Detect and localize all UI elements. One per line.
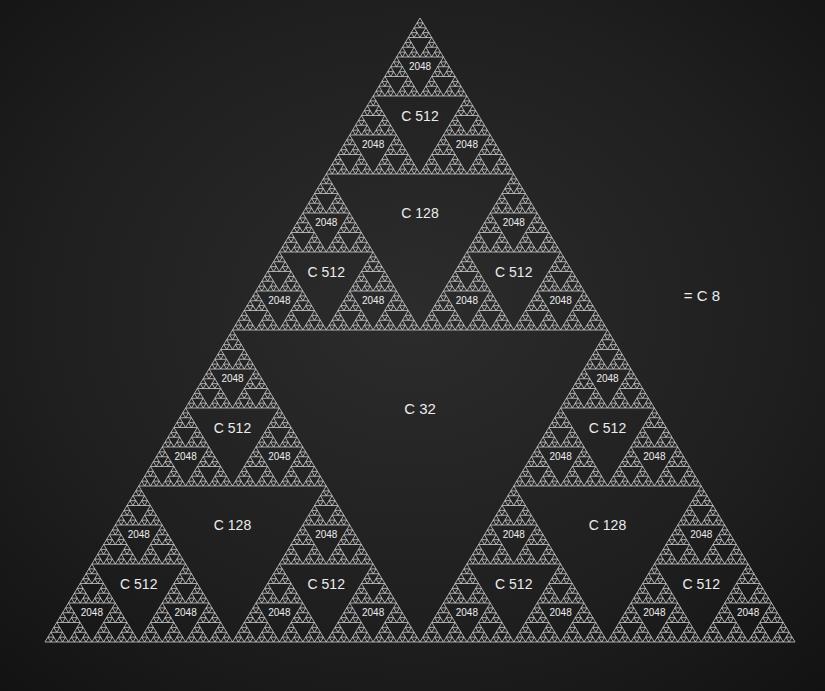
- hole-label: 2048: [456, 608, 478, 618]
- hole-label: 2048: [737, 608, 759, 618]
- hole-label: 2048: [362, 140, 384, 150]
- hole-label: C 512: [308, 577, 345, 591]
- hole-label: C 128: [214, 518, 251, 532]
- hole-label: 2048: [268, 296, 290, 306]
- hole-label: 2048: [81, 608, 103, 618]
- hole-label: 2048: [362, 608, 384, 618]
- hole-label: 2048: [550, 452, 572, 462]
- fractal-outline: [45, 18, 795, 642]
- hole-label: C 512: [495, 577, 532, 591]
- hole-label: 2048: [456, 296, 478, 306]
- sierpinski-triangle: [45, 18, 795, 642]
- hole-label: C 128: [401, 206, 438, 220]
- hole-label: 2048: [268, 452, 290, 462]
- hole-label: 2048: [690, 530, 712, 540]
- hole-label: 2048: [128, 530, 150, 540]
- equation-note: = C 8: [684, 288, 720, 303]
- hole-label: C 512: [589, 421, 626, 435]
- hole-label: C 512: [308, 265, 345, 279]
- hole-label: C 512: [214, 421, 251, 435]
- hole-label: 2048: [315, 218, 337, 228]
- hole-label: 2048: [362, 296, 384, 306]
- hole-label: C 128: [589, 518, 626, 532]
- hole-label: 2048: [503, 218, 525, 228]
- hole-label: 2048: [409, 62, 431, 72]
- hole-label: 2048: [175, 608, 197, 618]
- hole-label: C 512: [495, 265, 532, 279]
- hole-label: 2048: [550, 296, 572, 306]
- hole-label: C 512: [401, 109, 438, 123]
- hole-label: C 512: [120, 577, 157, 591]
- hole-label: 2048: [315, 530, 337, 540]
- hole-label: 2048: [643, 452, 665, 462]
- hole-label: 2048: [503, 530, 525, 540]
- hole-label: 2048: [268, 608, 290, 618]
- hole-label: 2048: [643, 608, 665, 618]
- hole-label: 2048: [175, 452, 197, 462]
- hole-label: C 32: [404, 401, 436, 416]
- hole-label: 2048: [550, 608, 572, 618]
- hole-label: 2048: [221, 374, 243, 384]
- hole-label: 2048: [596, 374, 618, 384]
- hole-label: 2048: [456, 140, 478, 150]
- hole-label: C 512: [683, 577, 720, 591]
